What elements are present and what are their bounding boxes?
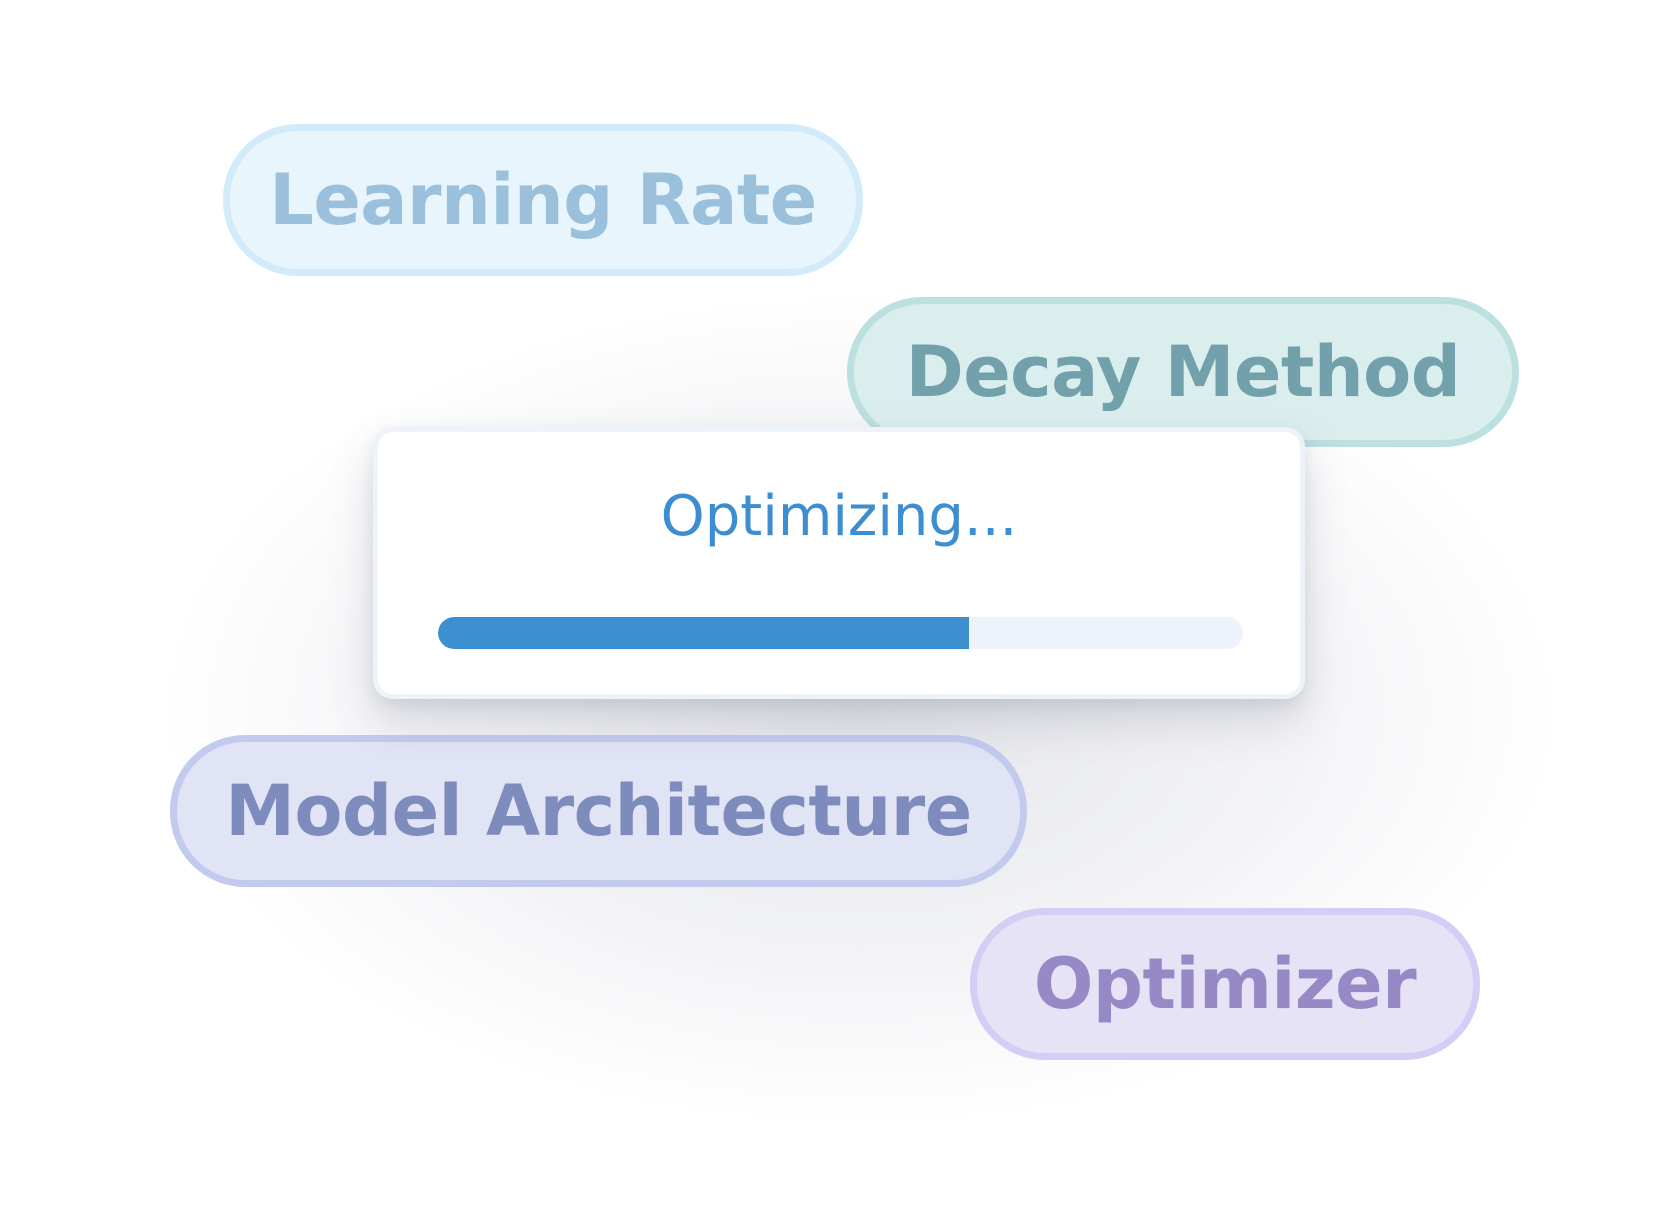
status-title: Optimizing... [660, 484, 1018, 549]
optimizing-status-card: Optimizing... [373, 427, 1305, 699]
learning-rate-label: Learning Rate [269, 159, 817, 241]
optimizer-chip: Optimizer [970, 908, 1480, 1060]
decay-method-chip: Decay Method [847, 297, 1519, 447]
decay-method-label: Decay Method [905, 331, 1461, 413]
optimizer-label: Optimizer [1033, 943, 1417, 1025]
progress-bar [438, 617, 1243, 649]
model-architecture-chip: Model Architecture [170, 735, 1027, 887]
progress-bar-fill [438, 617, 970, 649]
learning-rate-chip: Learning Rate [223, 124, 863, 276]
model-architecture-label: Model Architecture [225, 770, 972, 852]
